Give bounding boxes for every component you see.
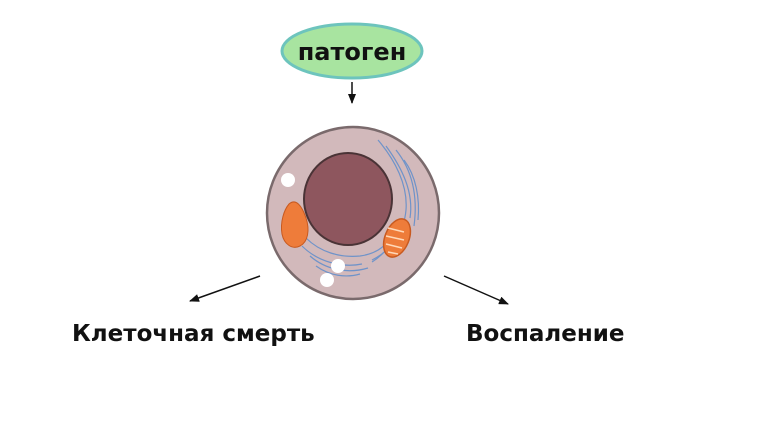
vesicle (320, 273, 334, 287)
vesicle (281, 173, 295, 187)
reticulum-strand (315, 265, 361, 277)
inflammation-label: Воспаление (466, 321, 624, 347)
pathogen-ellipse (280, 22, 424, 80)
cell-nucleus (303, 152, 393, 246)
organelle-left (281, 201, 309, 248)
reticulum-strand (301, 245, 363, 266)
vesicle (331, 259, 345, 273)
cell-illustration (265, 125, 441, 301)
cell-death-label: Клеточная смерть (72, 321, 315, 347)
reticulum-strand (395, 149, 416, 227)
reticulum-strand (403, 159, 420, 221)
mitochondrion (382, 218, 412, 258)
pathogen-node: патоген (280, 22, 424, 80)
cell-to-cell-death-arrow (189, 275, 261, 302)
mitochondrion-cristae (385, 227, 405, 255)
reticulum-strand (385, 145, 412, 219)
cell-to-inflammation-arrow (443, 275, 509, 305)
pathogen-label: патоген (298, 38, 407, 66)
